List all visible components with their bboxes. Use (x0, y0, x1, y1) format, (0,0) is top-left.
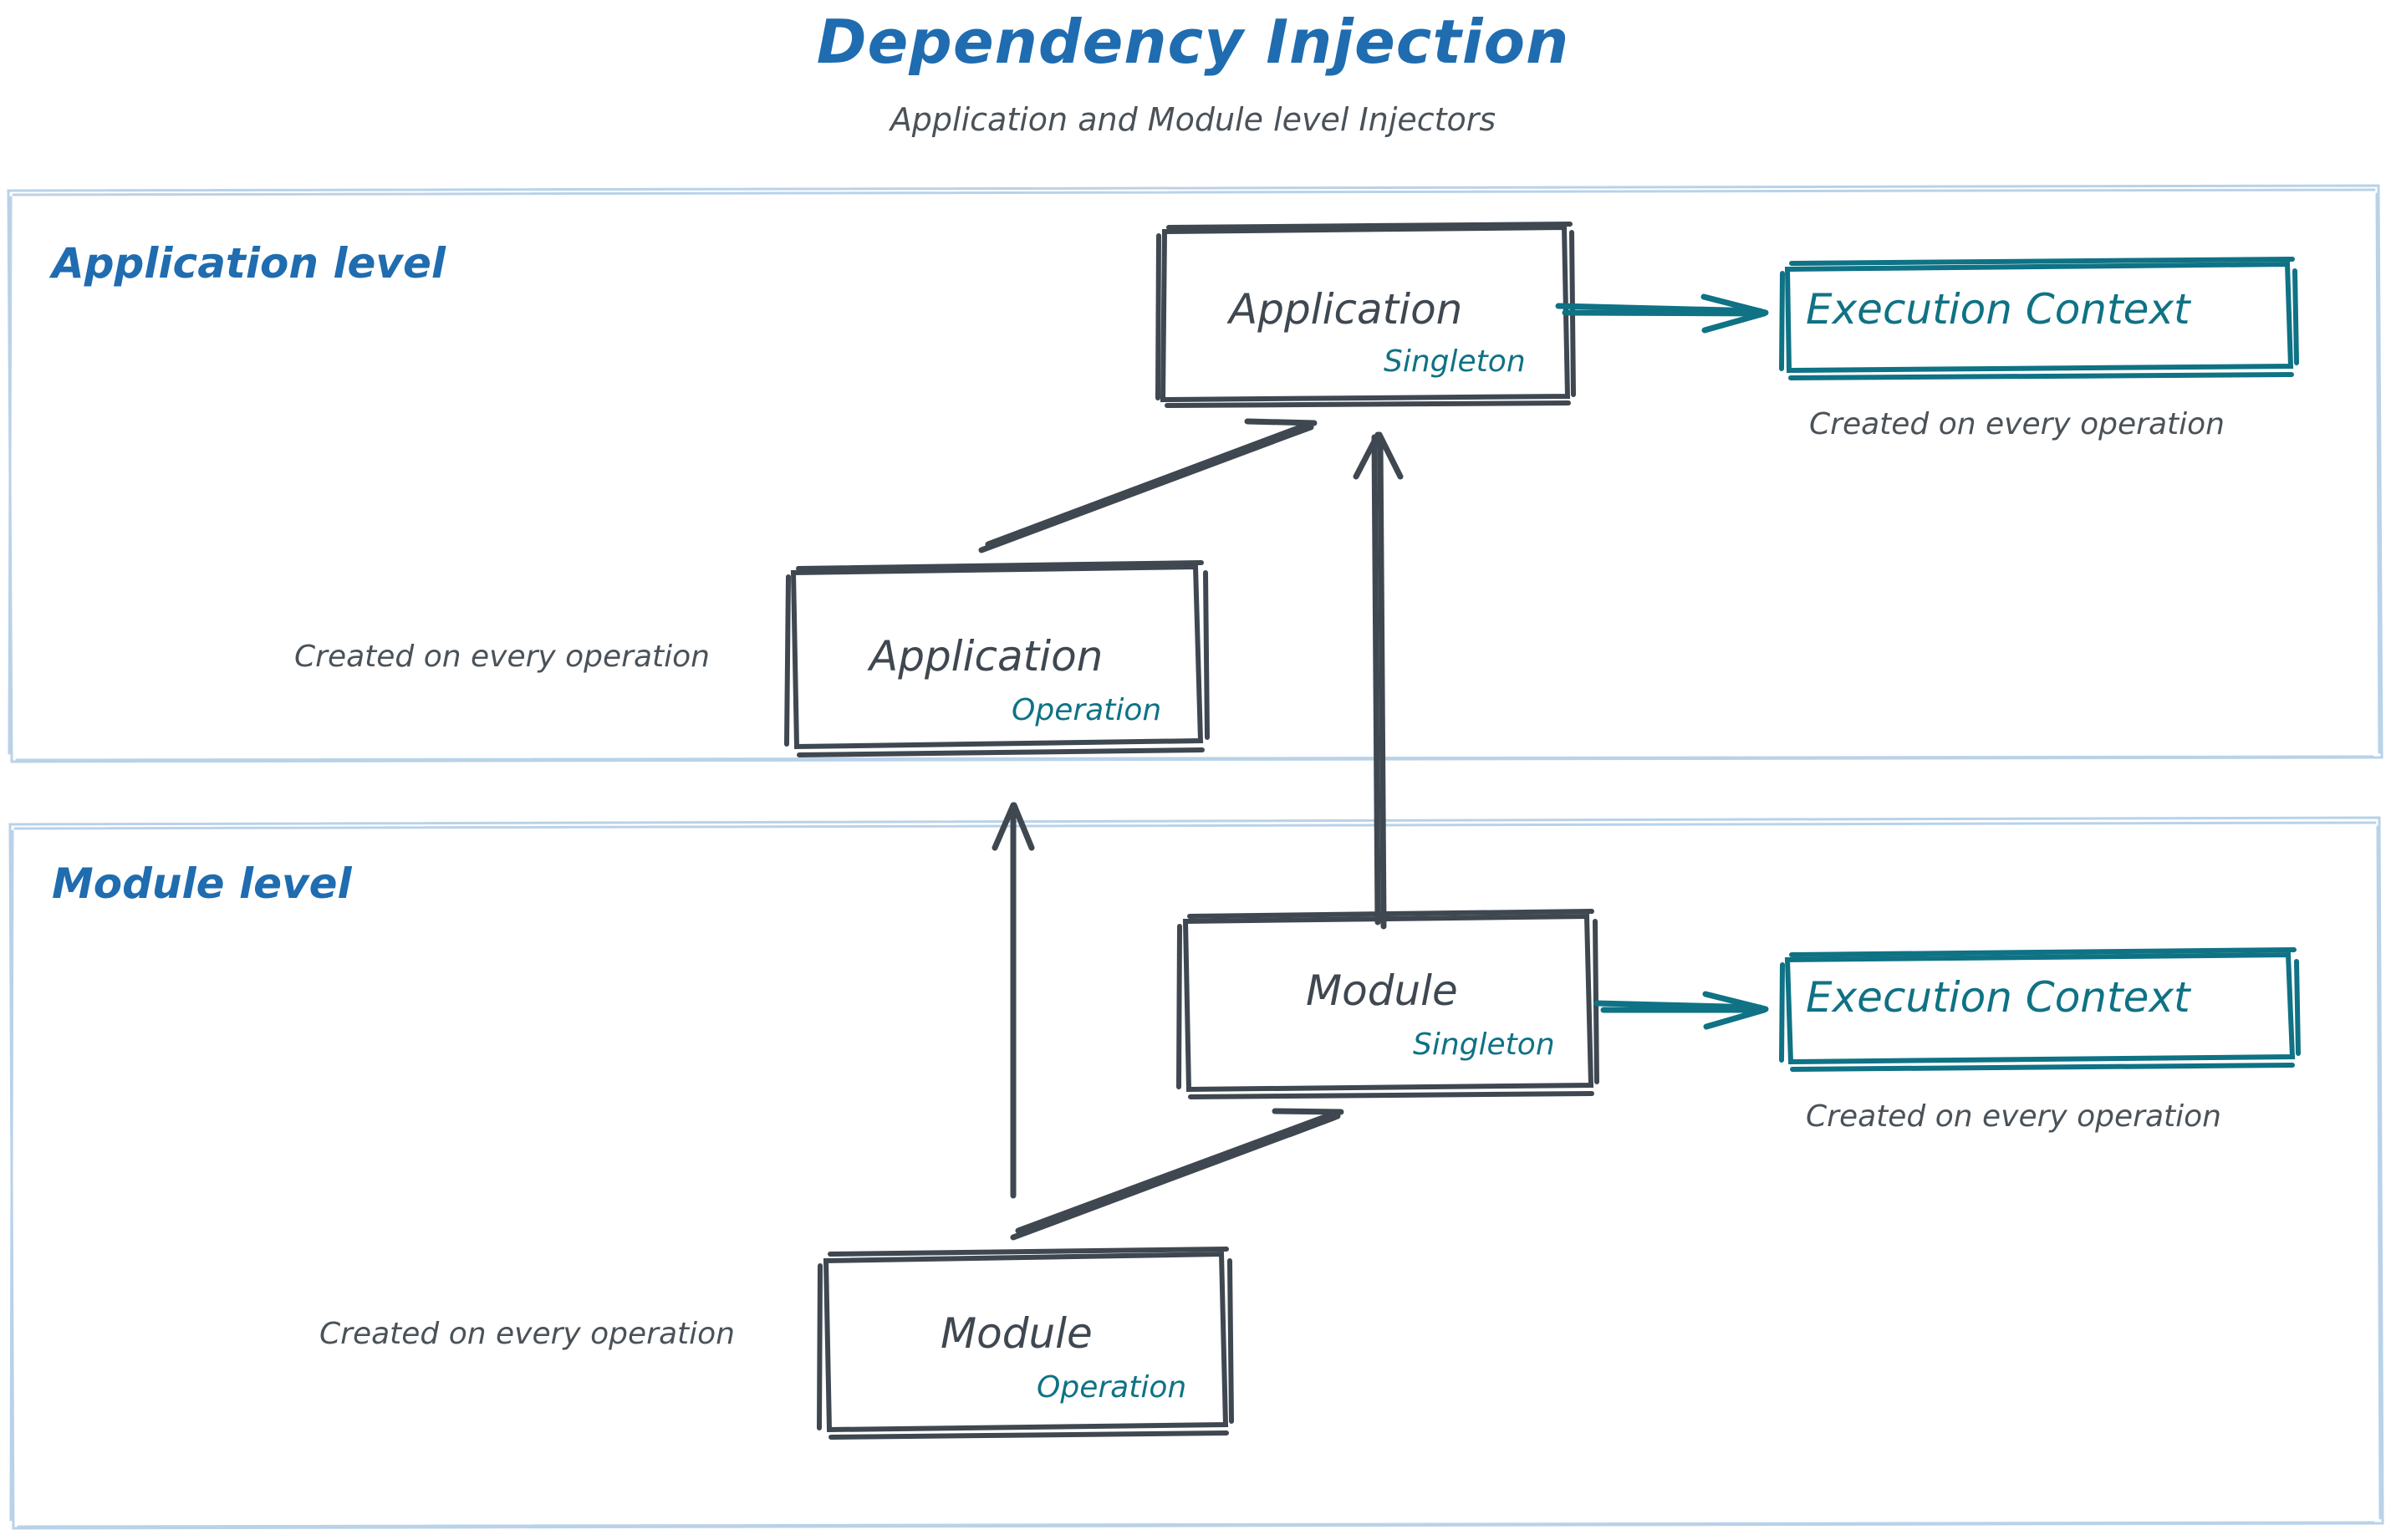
section-label-application-level: Application level (52, 239, 446, 288)
node-title-module-operation: Module (941, 1309, 1093, 1358)
node-title-application-singleton: Application (1229, 285, 1463, 334)
section-frame-module-level (8, 816, 2384, 1530)
node-scope-module-singleton: Singleton (1413, 1028, 1555, 1062)
node-title-module-singleton: Module (1306, 966, 1458, 1015)
note-execution-context-application: Created on every operation (1809, 407, 2225, 441)
edge-application-operation-to-application-singleton (978, 418, 1318, 553)
node-title-execution-context-application: Execution Context (1806, 285, 2190, 334)
page-title: Dependency Injection (816, 7, 1570, 77)
node-scope-module-operation: Operation (1037, 1370, 1187, 1405)
edge-module-singleton-to-application-singleton (1353, 431, 1404, 930)
node-scope-application-operation: Operation (1012, 693, 1162, 727)
page-subtitle: Application and Module level Injectors (890, 101, 1496, 138)
node-title-execution-context-module: Execution Context (1806, 973, 2190, 1022)
note-module-operation: Created on every operation (319, 1317, 735, 1351)
node-title-application-operation: Application (869, 632, 1104, 681)
edge-module-operation-to-application-operation (992, 802, 1035, 1199)
edge-module-singleton-to-execution-context (1593, 991, 1769, 1030)
section-label-module-level: Module level (52, 859, 352, 908)
node-scope-application-singleton: Singleton (1384, 344, 1526, 379)
note-execution-context-module: Created on every operation (1806, 1099, 2221, 1134)
note-application-operation: Created on every operation (294, 640, 710, 674)
edge-application-singleton-to-execution-context (1555, 293, 1769, 334)
edge-module-operation-to-module-singleton (1010, 1108, 1344, 1241)
